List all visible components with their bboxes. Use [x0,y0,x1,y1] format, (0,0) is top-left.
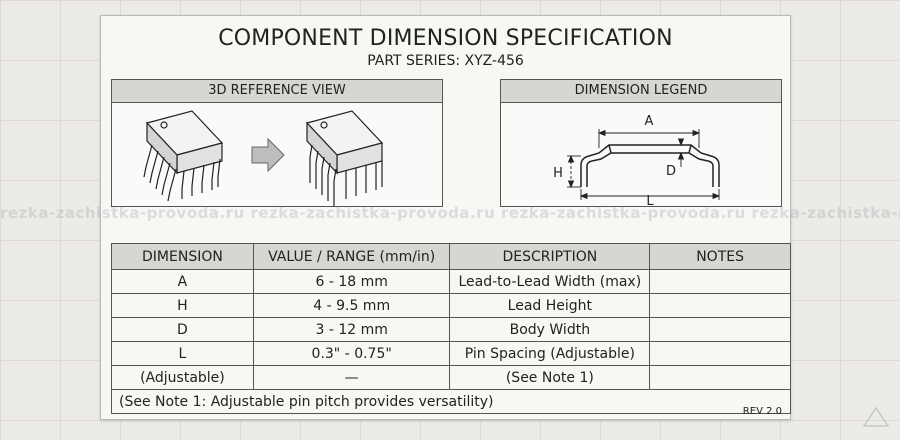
header-notes: NOTES [649,243,791,270]
dimension-legend-header: DIMENSION LEGEND [501,80,781,103]
table-row: H 4 - 9.5 mm Lead Height [111,293,791,318]
page-title: COMPONENT DIMENSION SPECIFICATION [218,26,673,51]
table-header-row: DIMENSION VALUE / RANGE (mm/in) DESCRIPT… [111,243,791,270]
cell-value: 4 - 9.5 mm [252,293,451,318]
cell-description: (See Note 1) [449,365,651,390]
chip-side-profile [580,144,720,187]
reference-view-panel: 3D REFERENCE VIEW [111,79,443,207]
cell-value: — [252,365,451,390]
spec-sheet: COMPONENT DIMENSION SPECIFICATION PART S… [100,15,791,420]
dimension-lines [567,129,721,200]
cell-description: Body Width [449,317,651,342]
dimension-spec-table: DIMENSION VALUE / RANGE (mm/in) DESCRIPT… [111,243,791,414]
chip-after-icon [305,110,384,206]
cell-dimension: (Adjustable) [111,365,254,390]
header-dimension: DIMENSION [111,243,254,270]
dimension-legend-panel: DIMENSION LEGEND [500,79,782,207]
table-footnote: (See Note 1: Adjustable pin pitch provid… [111,389,791,414]
corner-triangle-icon [862,406,890,427]
cell-notes [649,365,791,390]
cell-notes [649,269,791,294]
cell-notes [649,341,791,366]
legend-label-h: H [553,166,563,181]
cell-dimension: L [111,341,254,366]
cell-notes [649,317,791,342]
table-row: (Adjustable) — (See Note 1) [111,365,791,390]
cell-value: 3 - 12 mm [252,317,451,342]
header-value-range: VALUE / RANGE (mm/in) [252,243,451,270]
table-row: L 0.3" - 0.75" Pin Spacing (Adjustable) [111,341,791,366]
cell-dimension: H [111,293,254,318]
cell-dimension: A [111,269,254,294]
cell-value: 0.3" - 0.75" [252,341,451,366]
chip-before-icon [143,110,224,202]
table-row: A 6 - 18 mm Lead-to-Lead Width (max) [111,269,791,294]
footnote-row: (See Note 1: Adjustable pin pitch provid… [111,389,791,414]
reference-view-illustration [143,110,384,206]
reference-view-header: 3D REFERENCE VIEW [112,80,442,103]
legend-label-d: D [666,164,676,179]
table-row: D 3 - 12 mm Body Width [111,317,791,342]
legend-label-l: L [646,194,654,206]
legend-label-a: A [645,114,654,129]
part-series-subtitle: PART SERIES: XYZ-456 [367,53,524,69]
header-description: DESCRIPTION [449,243,651,270]
dimension-legend-diagram: A H D L [553,114,721,206]
cell-description: Lead-to-Lead Width (max) [449,269,651,294]
cell-description: Lead Height [449,293,651,318]
cell-notes [649,293,791,318]
cell-dimension: D [111,317,254,342]
arrow-right-icon [251,137,285,173]
revision-label: REV 2.0 [742,406,782,417]
cell-description: Pin Spacing (Adjustable) [449,341,651,366]
cell-value: 6 - 18 mm [252,269,451,294]
